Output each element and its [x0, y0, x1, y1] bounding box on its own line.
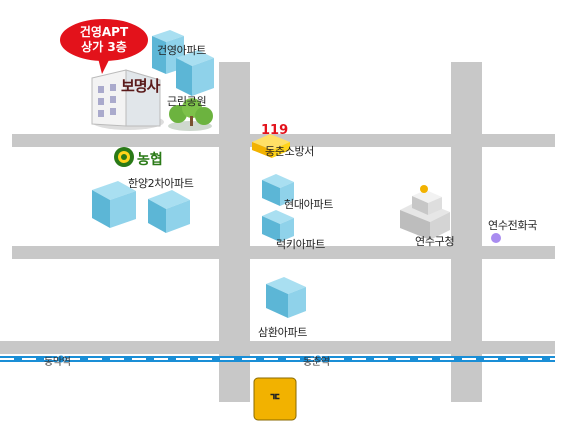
apartment-icon[interactable]: [262, 174, 294, 206]
apartment-icon[interactable]: [92, 181, 136, 228]
nh-bank-label: 농협: [137, 152, 163, 168]
svg-text:119: 119: [261, 123, 288, 138]
road-vertical-1: [219, 62, 250, 402]
svg-text:ᄀᄃ: ᄀᄃ: [269, 393, 282, 409]
apartment-icon[interactable]: [176, 50, 214, 96]
label-fire-station: 동춘소방서: [265, 145, 315, 158]
label-hyundai-apt: 현대아파트: [284, 198, 334, 211]
label-samhwan-apt: 삼환아파트: [258, 326, 308, 339]
telephone-office-dot[interactable]: [491, 233, 501, 243]
apartment-icon[interactable]: [148, 190, 190, 233]
station-east-label: 동춘역: [303, 357, 330, 368]
roads: [0, 62, 555, 402]
road-vertical-2: [451, 62, 482, 402]
label-hanyang2-apt: 한양2차아파트: [128, 177, 194, 190]
fire-station-icon[interactable]: 119: [252, 123, 290, 158]
callout-line-1: 건영APT: [79, 25, 129, 39]
railway-line: [0, 356, 555, 362]
label-yeonsu-office: 연수구청: [415, 235, 455, 248]
target-label: 보명사: [121, 77, 160, 95]
callout-text: 건영APT 상가 3층: [62, 25, 146, 55]
label-geonyoung-apt: 건영아파트: [157, 44, 207, 57]
road-horizontal-3: [0, 341, 555, 354]
apartment-icon[interactable]: [266, 277, 306, 318]
label-telephone-office: 연수전화국: [488, 219, 538, 232]
nh-logo-icon: [114, 147, 134, 167]
apartment-icon[interactable]: [262, 210, 294, 242]
subway-sign-icon: ᄀᄃ: [253, 377, 297, 421]
government-office-icon[interactable]: [400, 185, 450, 240]
station-west-label: 동막역: [44, 357, 71, 368]
callout-bubble: [58, 17, 150, 74]
station-east-dot[interactable]: [313, 354, 323, 364]
label-lucky-apt: 럭키아파트: [276, 238, 326, 251]
road-horizontal-2: [12, 246, 555, 259]
office-building-icon[interactable]: [91, 69, 164, 130]
station-west-dot[interactable]: [56, 354, 66, 364]
label-park: 근린공원: [167, 95, 207, 108]
callout-line-2: 상가 3층: [81, 40, 127, 54]
tree-icon: [168, 98, 213, 131]
